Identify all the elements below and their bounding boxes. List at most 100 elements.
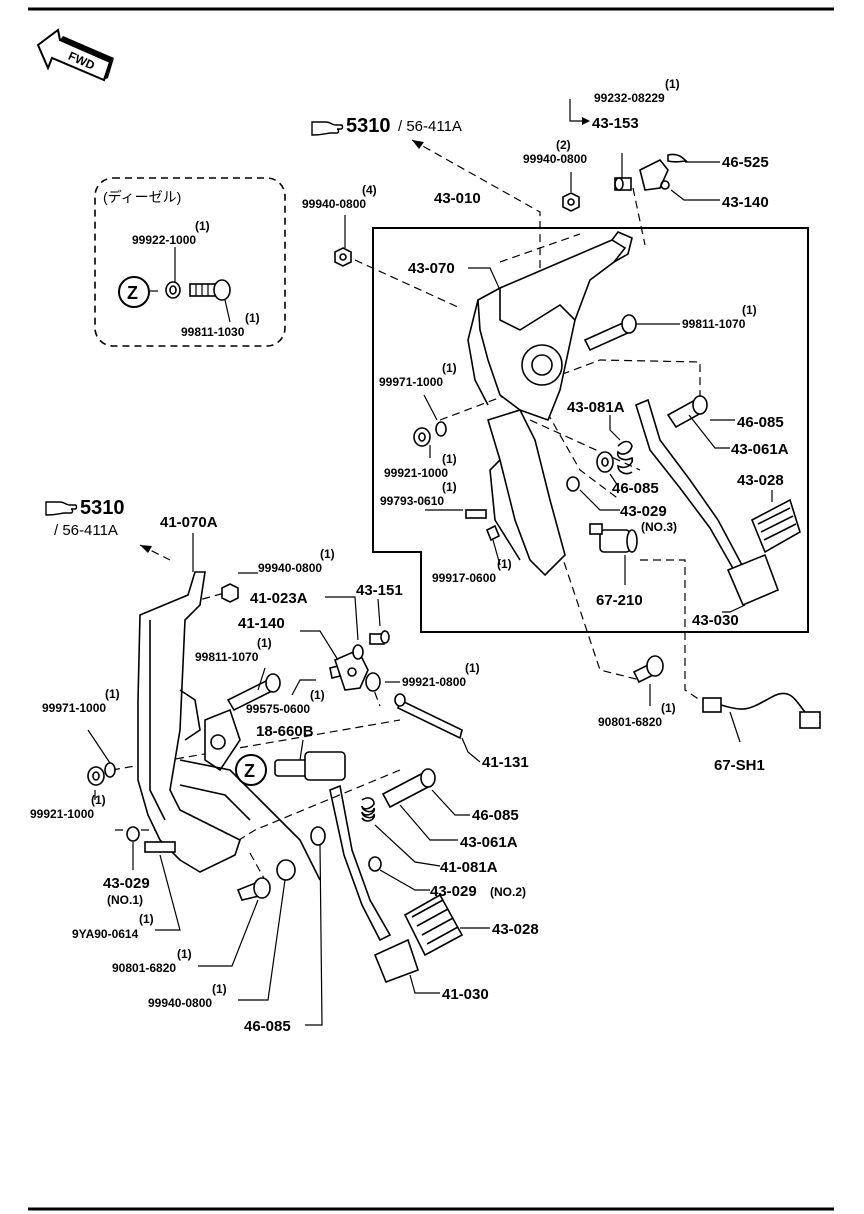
reference-top-sub: / 56-411A <box>398 118 462 135</box>
part-label[interactable]: 41-070A <box>160 514 218 531</box>
part-label[interactable]: 43-010 <box>434 190 481 207</box>
nut-icon <box>334 247 352 267</box>
part-code[interactable]: 99940-0800 <box>523 152 587 166</box>
part-code[interactable]: 90801-6820 <box>598 715 662 729</box>
part-qty: (1) <box>257 636 272 650</box>
diesel-variant-box: (ディーゼル) (1) 99922-1000 (1) 99811-1030 Z <box>94 177 286 347</box>
part-label[interactable]: 43-081A <box>567 399 625 416</box>
reference-top[interactable]: 5310 / 56-411A <box>311 115 462 137</box>
part-qty: (1) <box>442 452 457 466</box>
part-label[interactable]: 43-028 <box>492 921 539 938</box>
pedal-arm-upper-icon <box>487 409 566 577</box>
spring-43081A-icon <box>616 440 634 475</box>
part-label[interactable]: 41-030 <box>442 986 489 1003</box>
part-qty: (2) <box>556 138 571 152</box>
part-qty: (1) <box>177 947 192 961</box>
part-code[interactable]: 99232-08229 <box>594 91 665 105</box>
diesel-part-code: 99811-1030 <box>181 325 245 339</box>
part-label[interactable]: 43-070 <box>408 260 455 277</box>
stopper-43029-no2-icon <box>368 856 382 872</box>
part-label[interactable]: 41-131 <box>482 754 529 771</box>
bolt-90801-upper-icon <box>632 655 664 684</box>
part-qty: (4) <box>362 183 377 197</box>
bushing-99921-left-icon <box>87 766 105 786</box>
part-label[interactable]: 46-525 <box>722 154 769 171</box>
part-label[interactable]: 43-029 <box>430 883 477 900</box>
part-label[interactable]: 46-085 <box>472 807 519 824</box>
part-label[interactable]: 43-028 <box>737 472 784 489</box>
brake-pedal-arm-icon <box>635 398 780 607</box>
part-label[interactable]: 46-085 <box>244 1018 291 1035</box>
part-label[interactable]: 46-085 <box>737 414 784 431</box>
part-label[interactable]: 41-023A <box>250 590 308 607</box>
part-code[interactable]: 99940-0800 <box>258 561 322 575</box>
part-code[interactable]: 99811-1070 <box>682 317 746 331</box>
part-qty: (1) <box>139 912 154 926</box>
washer-99971-icon <box>435 421 447 437</box>
pin-43153-icon <box>614 177 632 191</box>
upper-assembly-frame <box>372 227 809 633</box>
part-label[interactable]: 43-061A <box>460 834 518 851</box>
stopper-43151-icon <box>369 630 390 645</box>
part-label[interactable]: 43-029 <box>103 875 150 892</box>
part-label[interactable]: 41-081A <box>440 859 498 876</box>
part-code[interactable]: 99940-0800 <box>302 197 366 211</box>
brake-light-switch-icon <box>589 523 638 553</box>
arrow-head-icon <box>140 545 152 553</box>
part-code[interactable]: 99971-1000 <box>379 375 443 389</box>
part-label[interactable]: 18-660B <box>256 723 314 740</box>
part-label[interactable]: 46-085 <box>612 480 659 497</box>
bushing-46085-lower-icon <box>310 826 326 846</box>
pointing-hand-icon <box>45 501 78 516</box>
part-code[interactable]: 90801-6820 <box>112 961 176 975</box>
reference-left[interactable]: 5310 / 56-411A <box>45 497 125 539</box>
part-label[interactable]: 43-030 <box>692 612 739 629</box>
bushing-99921-icon <box>413 427 431 447</box>
reference-left-sub: / 56-411A <box>54 522 118 539</box>
part-qty: (1) <box>320 547 335 561</box>
part-code[interactable]: 99917-0600 <box>432 571 496 585</box>
clutch-pedal-arm-icon <box>179 759 321 881</box>
part-label[interactable]: 67-210 <box>596 592 643 609</box>
part-code[interactable]: 99575-0600 <box>246 702 310 716</box>
small-part-codes: (1) 99232-08229 (2) 99940-0800 (4) 99940… <box>30 77 757 1010</box>
part-label[interactable]: 43-061A <box>731 441 789 458</box>
bushing-41023A-icon <box>352 644 364 660</box>
part-label[interactable]: 43-151 <box>356 582 403 599</box>
part-code[interactable]: 99921-1000 <box>384 466 448 480</box>
reference-top-number: 5310 <box>346 115 391 137</box>
pedal-pad-lower-icon <box>403 893 464 957</box>
part-label[interactable]: 41-140 <box>238 615 285 632</box>
spacer-43061A-lower-icon <box>381 768 436 809</box>
bolt-99811-lower-icon <box>226 673 281 712</box>
part-code[interactable]: 99921-1000 <box>30 807 94 821</box>
z-symbol-circle <box>235 754 267 786</box>
pointing-hand-icon <box>311 121 344 136</box>
part-code[interactable]: 99921-0800 <box>402 675 466 689</box>
part-qty: (1) <box>661 701 676 715</box>
part-label[interactable]: 43-153 <box>592 115 639 132</box>
note-no3: (NO.3) <box>641 520 677 534</box>
z-symbol-label: Z <box>127 283 138 303</box>
part-qty: (1) <box>665 77 680 91</box>
clip-icon <box>639 158 670 191</box>
rod-41131-icon <box>394 693 463 740</box>
spring-41081A-icon <box>361 797 376 822</box>
part-qty: (1) <box>742 303 757 317</box>
part-code[interactable]: 99971-1000 <box>42 701 106 715</box>
part-qty: (1) <box>310 688 325 702</box>
part-code[interactable]: 99940-0800 <box>148 996 212 1010</box>
note-no1: (NO.1) <box>107 893 143 907</box>
part-code[interactable]: 99793-0610 <box>380 494 444 508</box>
bracket-41140-icon <box>334 648 369 691</box>
part-qty: (1) <box>212 982 227 996</box>
part-label[interactable]: 67-SH1 <box>714 757 765 774</box>
bolt-icon <box>189 279 231 301</box>
part-label[interactable]: 43-140 <box>722 194 769 211</box>
part-code[interactable]: 9YA90-0614 <box>72 927 139 941</box>
part-label[interactable]: 43-029 <box>620 503 667 520</box>
bushing-99921-lower-icon <box>365 672 381 692</box>
bushing-46085-icon <box>596 451 614 473</box>
part-code[interactable]: 99811-1070 <box>195 650 259 664</box>
